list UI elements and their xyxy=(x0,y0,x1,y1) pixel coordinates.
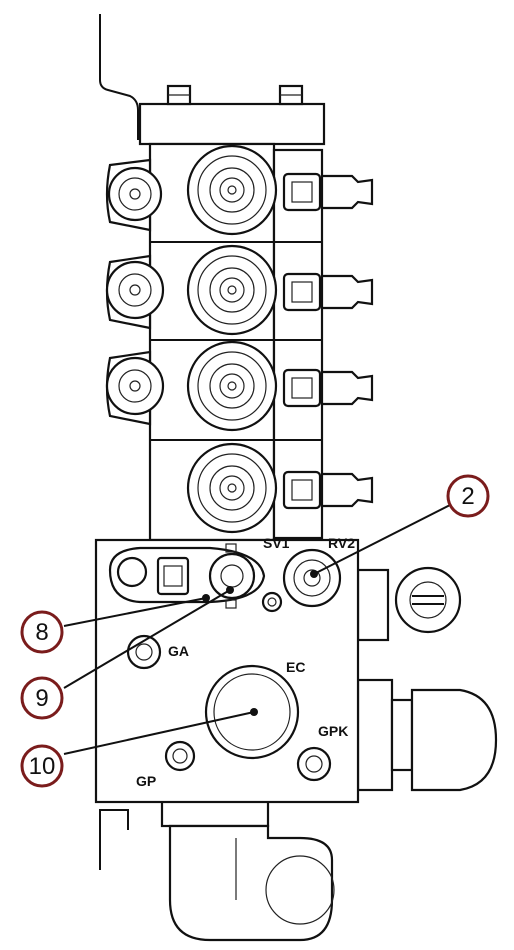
section-dividers xyxy=(150,241,322,441)
top-plate xyxy=(138,102,326,146)
valve-section-1 xyxy=(105,144,374,236)
top-bolts xyxy=(166,84,304,106)
label-gpk: GPK xyxy=(318,723,348,739)
callout-9-label: 9 xyxy=(35,685,48,712)
callout-8: 8 xyxy=(20,610,64,654)
label-sv1: SV1 xyxy=(263,535,290,551)
gp-port xyxy=(164,740,196,772)
valve-section-4 xyxy=(186,442,374,534)
label-gp: GP xyxy=(136,773,156,789)
callout-10: 10 xyxy=(20,744,64,788)
ga-port xyxy=(126,634,162,670)
leader-lines xyxy=(63,503,453,755)
callout-8-label: 8 xyxy=(35,619,48,646)
valve-section-2 xyxy=(105,244,374,336)
bottom-elbow-fitting xyxy=(160,798,335,942)
small-port xyxy=(261,591,283,613)
sv1-solenoid xyxy=(108,543,266,609)
label-ga: GA xyxy=(168,643,189,659)
gpk-port xyxy=(296,746,332,782)
callout-2-label: 2 xyxy=(461,483,474,510)
callout-2: 2 xyxy=(446,474,490,518)
label-ec: EC xyxy=(286,659,305,675)
callout-10-label: 10 xyxy=(29,753,56,780)
mounting-bracket-bottom xyxy=(99,809,129,870)
mounting-bracket-top xyxy=(99,14,139,140)
valve-section-3 xyxy=(105,340,374,432)
rv2-valve xyxy=(282,548,342,608)
right-side-fittings xyxy=(356,566,498,792)
callout-9: 9 xyxy=(20,676,64,720)
label-rv2: RV2 xyxy=(328,535,355,551)
